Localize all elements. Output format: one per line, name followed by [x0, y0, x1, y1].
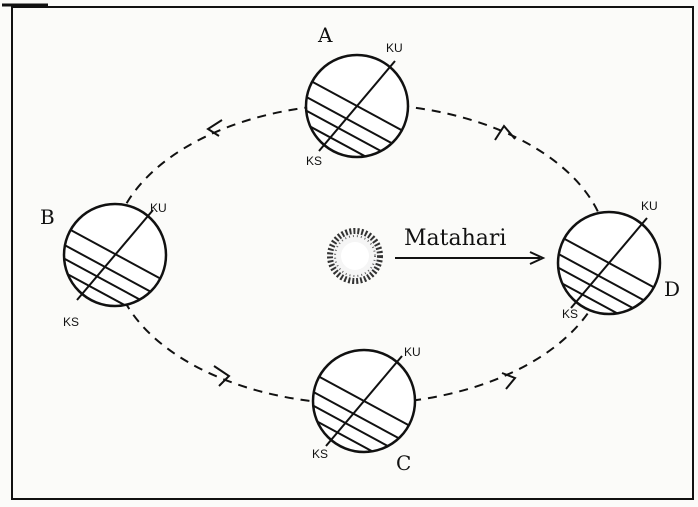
south-pole-label-d: KS — [562, 307, 578, 321]
position-label-c: C — [396, 451, 411, 475]
earth-outline — [311, 348, 417, 454]
position-label-d: D — [664, 277, 680, 301]
north-pole-label-c: KU — [404, 345, 421, 359]
sun-icon — [327, 228, 383, 284]
north-pole-label-b: KU — [150, 201, 167, 215]
position-label-a: A — [317, 23, 333, 47]
north-pole-label-a: KU — [386, 41, 403, 55]
sun-arrow-head — [529, 251, 546, 265]
earth-position-b — [62, 202, 168, 308]
orbit-arrow-lower-left — [213, 365, 231, 387]
south-pole-label-a: KS — [306, 154, 322, 168]
diagram-frame — [11, 6, 694, 500]
south-pole-label-c: KS — [312, 447, 328, 461]
orbit-arrow-lower-right — [501, 372, 517, 390]
earth-axis — [570, 217, 648, 309]
earth-outline — [556, 210, 662, 316]
earth-position-d — [556, 210, 662, 316]
north-pole-label-d: KU — [641, 199, 658, 213]
south-pole-label-b: KS — [63, 315, 79, 329]
earth-outline — [304, 53, 410, 159]
orbit-arrow-upper-right — [494, 124, 516, 141]
earth-axis — [76, 209, 154, 301]
earth-axis — [318, 60, 396, 152]
earth-position-c — [311, 348, 417, 454]
orbit-arrow-upper-left — [206, 119, 223, 137]
position-label-b: B — [40, 205, 55, 229]
earth-axis — [325, 355, 403, 447]
sun-label: Matahari — [404, 226, 506, 251]
earth-position-a — [304, 53, 410, 159]
earth-outline — [62, 202, 168, 308]
